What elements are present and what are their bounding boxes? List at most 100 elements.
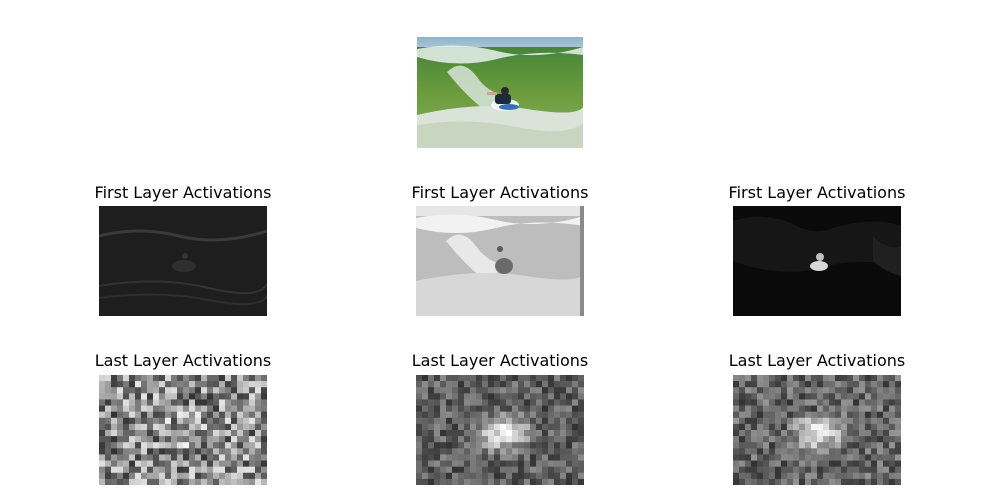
activation-cell (739, 423, 746, 431)
activation-cell (177, 399, 184, 406)
activation-cell (219, 393, 226, 400)
activation-cell (847, 430, 854, 437)
activation-cell (446, 411, 453, 419)
activation-cell (440, 466, 447, 474)
activation-cell (464, 375, 471, 382)
activation-cell (733, 466, 740, 474)
activation-cell (817, 375, 824, 382)
activation-cell (183, 448, 190, 455)
activation-cell (757, 460, 764, 467)
activation-cell (877, 411, 884, 419)
activation-cell (482, 423, 489, 431)
activation-cell (578, 387, 584, 394)
activation-cell (458, 430, 465, 437)
activation-cell (877, 448, 884, 455)
activation-cell (835, 472, 842, 480)
activation-cell (201, 478, 208, 485)
activation-cell (422, 393, 429, 400)
activation-cell (751, 442, 758, 449)
activation-cell (213, 405, 220, 412)
activation-cell (877, 430, 884, 437)
activation-cell (775, 466, 782, 474)
activation-cell (177, 472, 184, 480)
activation-cell (781, 417, 788, 425)
activation-cell (129, 460, 136, 467)
activation-cell (231, 430, 238, 437)
activation-cell (506, 430, 513, 437)
activation-cell (225, 417, 232, 425)
activation-cell (464, 472, 471, 480)
activation-cell (895, 472, 901, 480)
activation-cell (763, 375, 770, 382)
activation-cell (889, 387, 896, 394)
activation-cell (482, 387, 489, 394)
activation-cell (530, 411, 537, 419)
activation-cell (572, 454, 579, 461)
activation-cell (859, 472, 866, 480)
activation-cell (458, 423, 465, 431)
activation-cell (745, 381, 752, 388)
activation-cell (243, 393, 250, 400)
activation-cell (829, 448, 836, 455)
activation-cell (416, 405, 423, 412)
activation-cell (769, 436, 776, 443)
activation-cell (500, 436, 507, 443)
activation-cell (787, 381, 794, 388)
activation-cell (799, 375, 806, 382)
activation-cell (428, 381, 435, 388)
activation-cell (207, 460, 214, 467)
activation-cell (757, 436, 764, 443)
activation-cell (482, 478, 489, 485)
activation-cell (165, 399, 172, 406)
activation-cell (554, 436, 561, 443)
activation-cell (135, 460, 142, 467)
activation-cell (865, 478, 872, 485)
activation-cell (787, 417, 794, 425)
activation-cell (757, 472, 764, 480)
activation-cell (847, 411, 854, 419)
activation-cell (434, 375, 441, 382)
activation-cell (165, 478, 172, 485)
activation-cell (763, 430, 770, 437)
activation-cell (889, 472, 896, 480)
activation-cell (847, 375, 854, 382)
activation-cell (141, 375, 148, 382)
activation-cell (506, 472, 513, 480)
activation-cell (189, 387, 196, 394)
activation-cell (117, 393, 124, 400)
activation-cell (733, 472, 740, 480)
activation-cell (261, 478, 267, 485)
activation-cell (440, 423, 447, 431)
activation-cell (757, 442, 764, 449)
activation-cell (841, 417, 848, 425)
activation-cell (835, 411, 842, 419)
activation-cell (506, 411, 513, 419)
activation-cell (476, 478, 483, 485)
activation-cell (111, 411, 118, 419)
activation-cell (129, 448, 136, 455)
activation-cell (751, 436, 758, 443)
activation-cell (811, 454, 818, 461)
activation-cell (548, 448, 555, 455)
activation-cell (476, 411, 483, 419)
activation-cell (213, 399, 220, 406)
activation-cell (859, 399, 866, 406)
activation-cell (446, 466, 453, 474)
activation-cell (123, 442, 130, 449)
activation-cell (416, 430, 423, 437)
activation-cell (464, 411, 471, 419)
activation-cell (739, 375, 746, 382)
activation-cell (105, 393, 112, 400)
activation-cell (733, 430, 740, 437)
activation-cell (494, 448, 501, 455)
activation-cell (775, 460, 782, 467)
activation-cell (123, 430, 130, 437)
activation-cell (261, 387, 267, 394)
activation-cell (219, 387, 226, 394)
activation-cell (536, 466, 543, 474)
activation-cell (793, 442, 800, 449)
activation-cell (757, 387, 764, 394)
activation-cell (859, 442, 866, 449)
activation-cell (440, 460, 447, 467)
activation-cell (207, 466, 214, 474)
